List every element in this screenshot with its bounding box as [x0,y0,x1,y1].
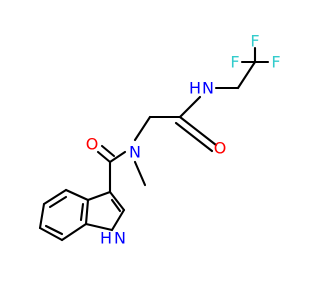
bond-c7a-c3a-inner [79,202,85,222]
atom-n-methyl: N [129,143,141,162]
bond-c3-c3a [86,190,112,202]
bond-c5-c6 [38,202,46,230]
bond-c2-n1 [110,208,126,232]
atom-o-lower: O [86,135,99,154]
atom-h-amide-upper: H [189,79,201,98]
bond-co-double-1 [178,115,218,147]
bond-co-double-2 [174,121,214,153]
atom-o-upper: O [214,139,227,158]
bond-n1-c7a [84,222,114,232]
bond-nh-carbonyl [178,95,202,119]
bond-c3a-c4 [64,188,90,202]
chemical-structure: F F F N H O N O N H [38,32,281,248]
bond-c3-c2-inner [110,198,122,213]
bond-amide-co-2 [100,144,116,158]
bond-cf3-ch2 [236,60,257,90]
bond-c6-c7 [38,226,64,242]
atom-labels: F F F N H O N O N H [86,32,281,248]
bond-c7a-c3a [84,198,90,226]
atom-f-right: F [271,53,280,72]
bond-n-methyl [133,160,147,187]
bond-ch2-nmethyl [133,115,152,142]
bond-c4-c5-inner [48,195,68,209]
atom-f-left: F [230,53,239,72]
atom-f-top: F [250,32,259,51]
bond-amide-co-1 [96,150,112,164]
atom-n-indole: N [114,229,126,248]
atom-n-amide-upper: N [202,79,214,98]
bond-c4-c5 [42,188,68,206]
atom-h-indole: H [100,229,112,248]
bonds [38,46,270,242]
bond-n-amidecarbonyl [108,150,127,164]
bond-c3-c2 [108,190,126,212]
bond-c6-c7-inner [44,224,64,236]
bond-c7-c7a [60,222,88,242]
